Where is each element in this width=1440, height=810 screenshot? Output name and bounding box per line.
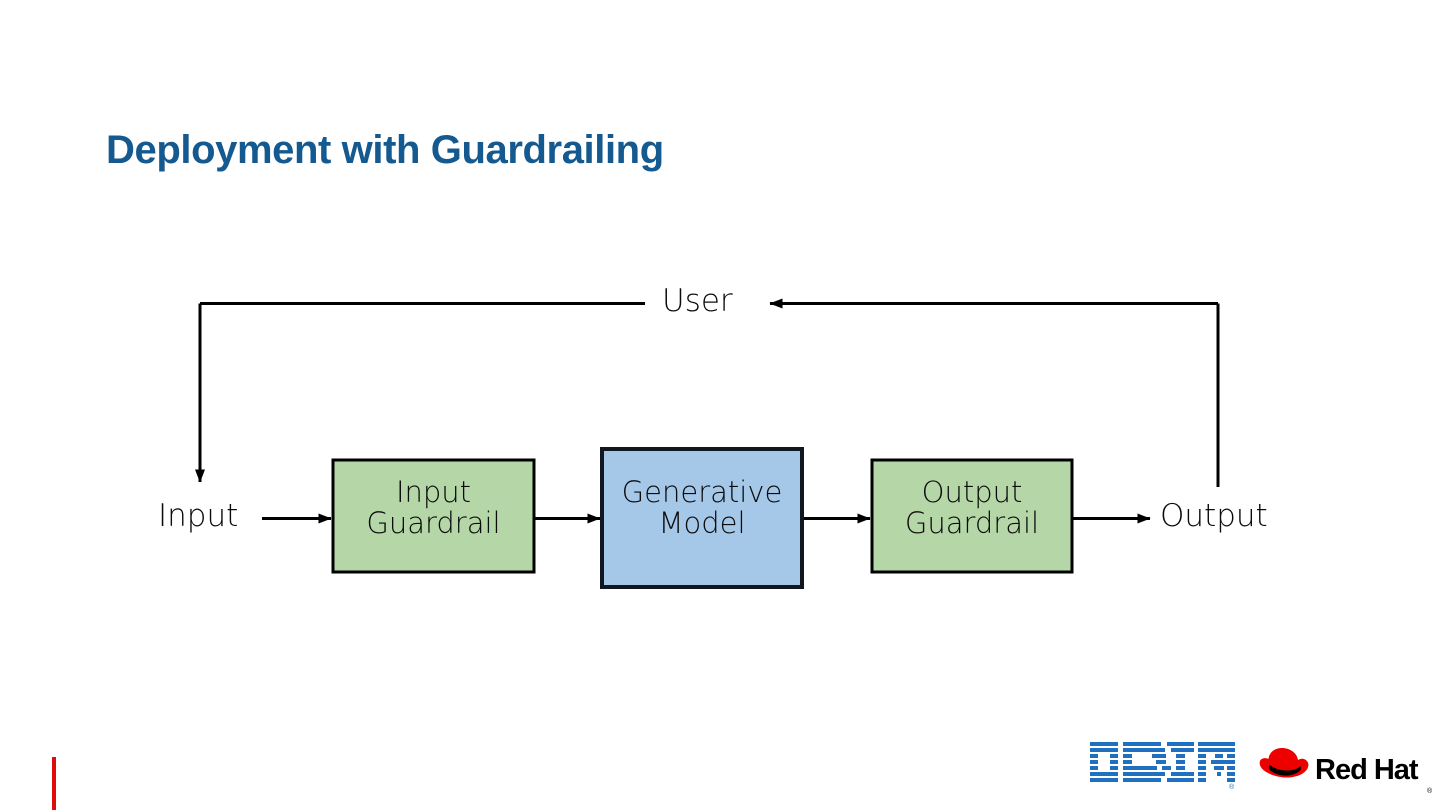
ibm-logo: ® — [1090, 742, 1235, 800]
red-hat-logo: Red Hat ® — [1255, 744, 1435, 800]
diagram-label-output: Output — [1160, 498, 1268, 534]
footer-accent-bar — [52, 757, 56, 810]
red-hat-fedora-icon — [1259, 748, 1309, 778]
diagram-label-user: User — [662, 283, 733, 319]
red-hat-registered-mark: ® — [1427, 788, 1433, 795]
red-hat-wordmark: Red Hat — [1315, 754, 1419, 786]
ibm-registered-mark: ® — [1229, 784, 1235, 791]
node-box-generative-model[interactable] — [600, 447, 804, 589]
node-box-output-guardrail[interactable] — [870, 458, 1074, 574]
ibm-logo-icon — [1090, 742, 1235, 782]
node-box-input-guardrail[interactable] — [331, 458, 536, 574]
diagram-label-input: Input — [158, 498, 239, 534]
page-title: Deployment with Guardrailing — [106, 128, 664, 172]
